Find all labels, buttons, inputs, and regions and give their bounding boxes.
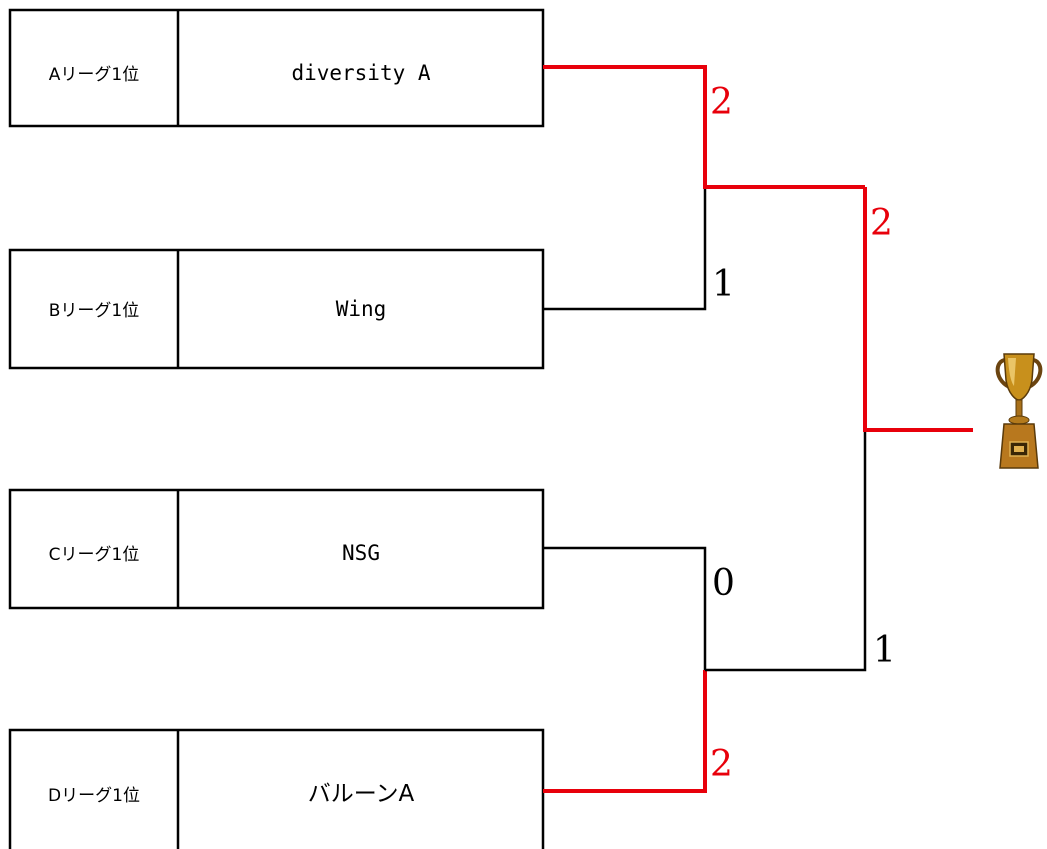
bracket-line-c-loser xyxy=(543,546,707,670)
team-name-b: Wing xyxy=(336,297,387,321)
seed-label-d: Dリーグ1位 xyxy=(48,786,140,806)
seed-label-c: Cリーグ1位 xyxy=(49,545,140,565)
team-box-c xyxy=(8,488,545,610)
team-name-a: diversity A xyxy=(291,61,430,85)
trophy-icon xyxy=(995,353,1043,469)
team-name-d: バルーンA xyxy=(308,781,415,807)
team-box-b xyxy=(8,248,545,370)
score-final-top: 2 xyxy=(870,203,893,244)
team-entry-a: Aリーグ1位 diversity A xyxy=(8,8,545,128)
score-semi1-bottom: 1 xyxy=(712,264,735,305)
score-final-bottom: 1 xyxy=(873,630,896,671)
bracket-line-a-winner xyxy=(543,65,865,189)
bracket-line-final-winner xyxy=(863,187,973,432)
bracket-line-b-loser xyxy=(543,187,707,311)
seed-label-a: Aリーグ1位 xyxy=(49,65,139,85)
team-name-c: NSG xyxy=(342,541,380,565)
team-box-a xyxy=(8,8,545,128)
seed-label-b: Bリーグ1位 xyxy=(49,301,139,321)
team-entry-c: Cリーグ1位 NSG xyxy=(8,488,545,610)
score-semi1-top: 2 xyxy=(710,82,733,123)
score-semi2-bottom: 2 xyxy=(710,744,733,785)
bracket-line-semi2-loser xyxy=(705,430,867,672)
bracket-line-d-winner xyxy=(543,670,707,793)
score-semi2-top: 0 xyxy=(712,563,735,604)
team-box-d xyxy=(8,728,545,849)
team-entry-b: Bリーグ1位 Wing xyxy=(8,248,545,370)
team-entry-d: Dリーグ1位 バルーンA xyxy=(8,728,545,849)
